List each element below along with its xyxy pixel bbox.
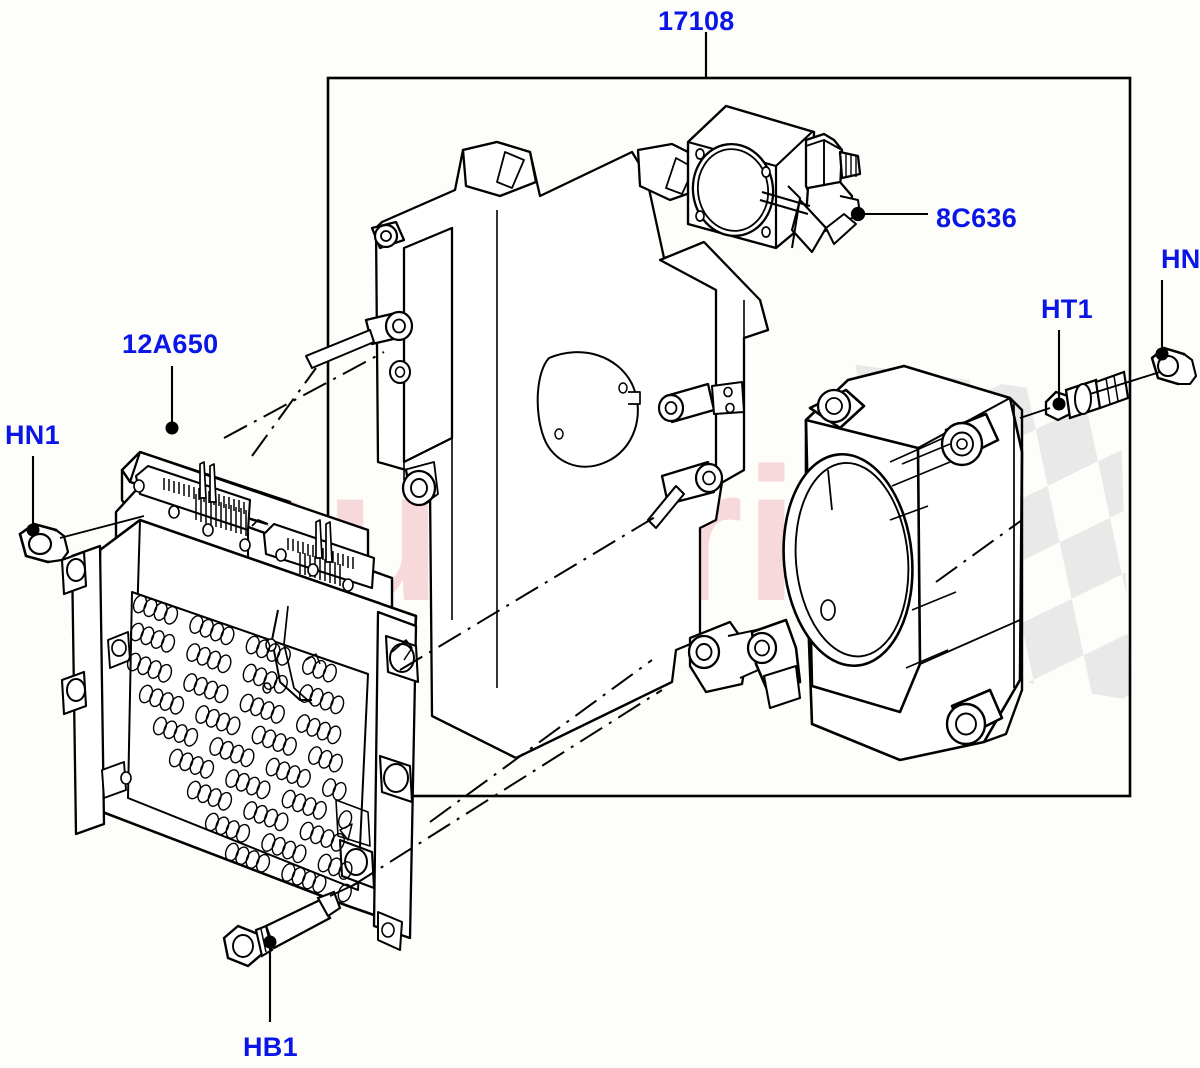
housing-boss-top-right	[901, 412, 1000, 467]
leader-dot-hn1-left	[26, 523, 40, 537]
bracket-boss-small-left	[389, 360, 411, 384]
callout-hb1[interactable]: HB1	[243, 1032, 298, 1062]
flange-bolt	[222, 881, 361, 1022]
assembly-boundary-box	[326, 32, 1132, 798]
callout-hn1-left[interactable]: HN1	[5, 420, 60, 450]
bracket-boss-mid-left	[305, 310, 414, 369]
mounting-bracket	[305, 140, 773, 760]
heatsink-fins	[126, 594, 353, 903]
bracket-oval-cutout	[536, 351, 641, 468]
engine-control-module	[60, 450, 420, 951]
assembly-center-lines	[223, 351, 1023, 887]
hex-nut-left	[18, 456, 145, 564]
callout-12a650[interactable]: 12A650	[122, 329, 219, 359]
throttle-position-sensor	[759, 132, 928, 254]
bracket-alignment-pin	[647, 460, 724, 529]
hex-nut-right	[1089, 280, 1198, 395]
bracket-boss-lower-left	[401, 461, 439, 507]
callout-hn1-right[interactable]: HN1	[1161, 244, 1200, 274]
leader-dot-hn1-right	[1155, 347, 1169, 361]
throttle-body-small	[686, 104, 816, 250]
leader-dot-ht1	[1052, 397, 1066, 411]
callout-17108[interactable]: 17108	[658, 6, 735, 36]
bracket-boss-upper-left	[370, 220, 406, 250]
throttle-housing-large	[746, 364, 1024, 762]
housing-boss-bottom-left	[746, 618, 802, 710]
callout-ht1[interactable]: HT1	[1041, 294, 1093, 324]
stud-bolt	[1019, 330, 1130, 422]
housing-boss-bottom-right	[945, 688, 1004, 746]
leader-12a650	[165, 366, 179, 435]
callout-8c636[interactable]: 8C636	[936, 203, 1018, 233]
housing-boss-top-left	[808, 388, 866, 430]
bracket-boss-right	[657, 381, 745, 424]
